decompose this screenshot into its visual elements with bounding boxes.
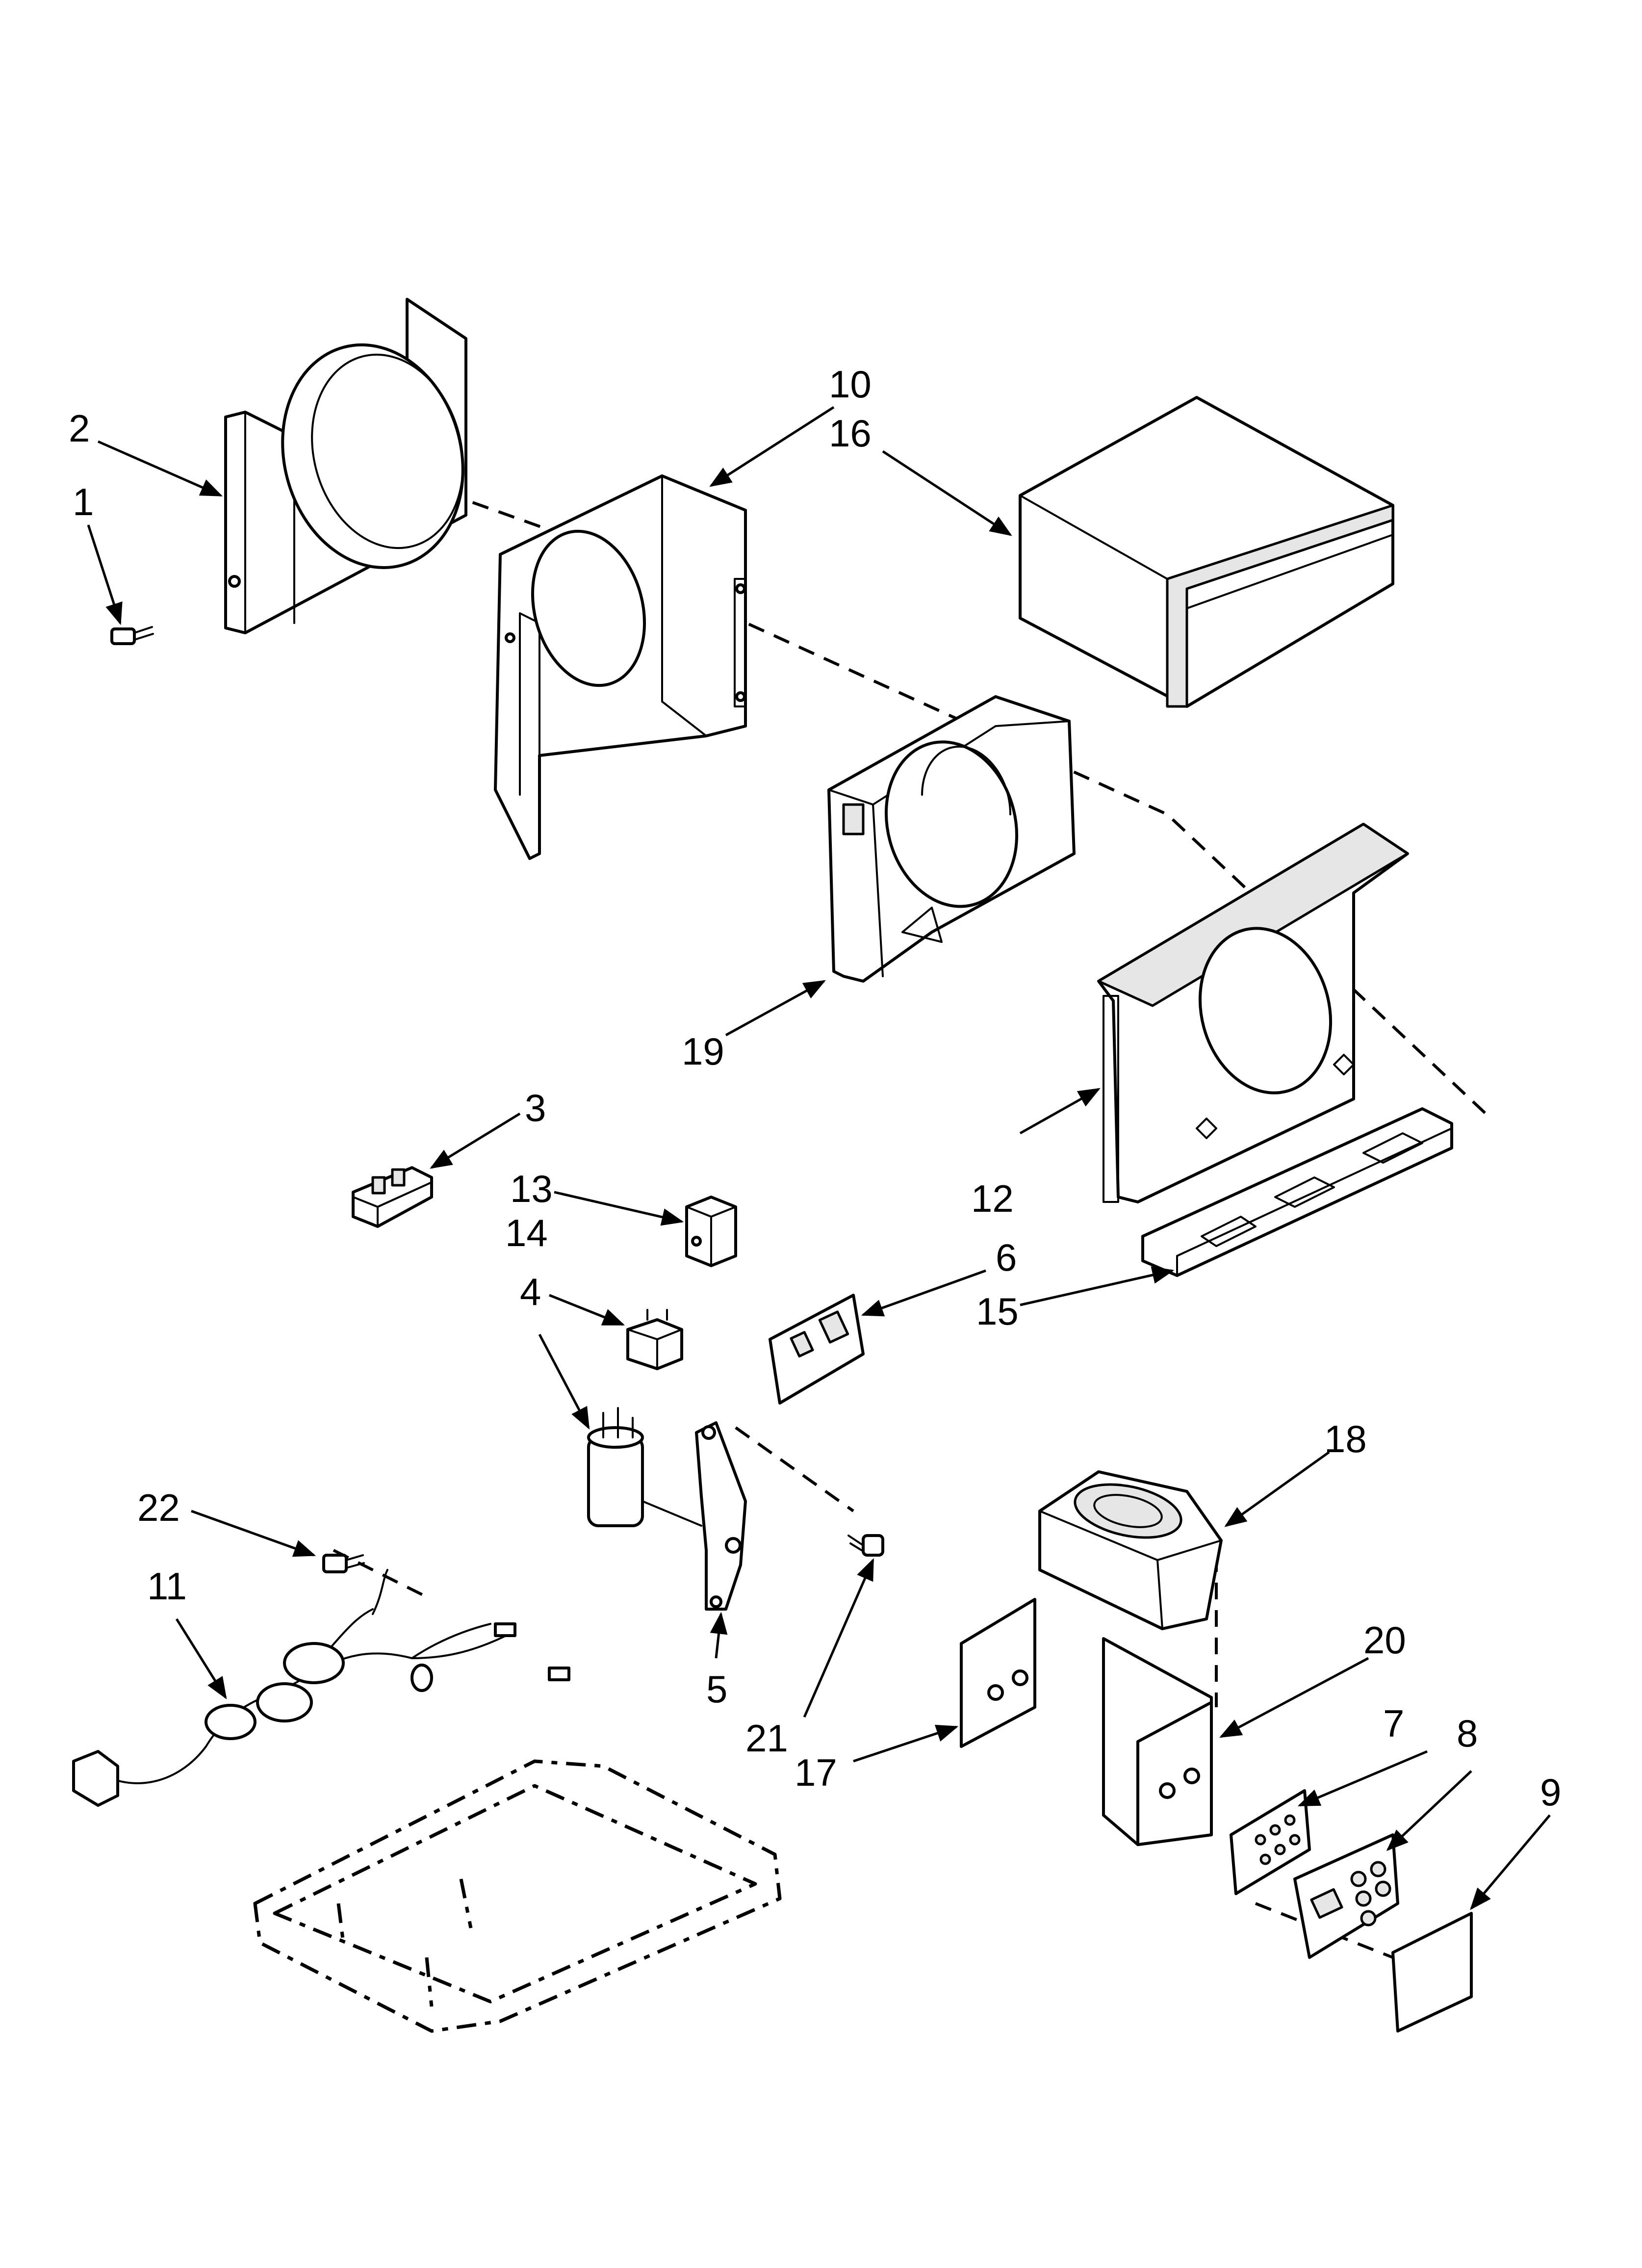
callout-22: 22 (137, 1486, 180, 1529)
callout-12: 12 (971, 1177, 1014, 1220)
part-10-fan-shroud (494, 474, 747, 860)
callout-15: 15 (976, 1290, 1019, 1333)
callout-5: 5 (706, 1668, 727, 1711)
callout-13: 13 (510, 1167, 553, 1210)
leader-lines (87, 406, 1551, 1910)
part-14-relay (626, 1309, 683, 1370)
alignment-line-control (735, 1426, 854, 1512)
part-21-screw (847, 1534, 884, 1557)
callout-10: 10 (829, 363, 872, 406)
callout-1: 1 (73, 480, 94, 523)
callout-19: 19 (682, 1030, 724, 1073)
part-12-partition (1097, 823, 1409, 1203)
callout-18: 18 (1324, 1417, 1367, 1460)
part-11-power-cord (72, 1569, 570, 1807)
part-19-blower-housing (827, 695, 1076, 983)
part-2-scroll-plate (224, 298, 467, 634)
callout-3: 3 (525, 1086, 546, 1129)
callout-2: 2 (69, 407, 90, 450)
part-1-screw (110, 626, 154, 645)
part-6-circuit-board (769, 1294, 865, 1405)
part-16-top-cover (1019, 396, 1394, 708)
alignment-line-keypad (1255, 1902, 1394, 1959)
base-frame-reference (253, 1759, 782, 2033)
callout-14: 14 (505, 1211, 548, 1254)
part-5-bracket (695, 1421, 747, 1611)
part-8-control-panel (1293, 1833, 1399, 1959)
part-15-base-pan (1141, 1107, 1453, 1277)
callout-11: 11 (147, 1564, 187, 1608)
callout-labels: 1 2 3 4 5 6 7 8 9 10 11 12 13 14 15 16 1… (69, 363, 1561, 1814)
part-17-panel (960, 1598, 1036, 1748)
callout-9: 9 (1540, 1771, 1561, 1814)
part-7-keypad-board (1230, 1789, 1311, 1895)
callout-16: 16 (829, 412, 872, 455)
part-20-panel-bracket (1102, 1637, 1213, 1846)
callout-21: 21 (745, 1717, 788, 1760)
callout-7: 7 (1383, 1702, 1404, 1745)
callout-17: 17 (795, 1751, 837, 1794)
alignment-line-top (342, 455, 1492, 1120)
callout-20: 20 (1363, 1618, 1406, 1662)
part-4-capacitor (587, 1407, 702, 1527)
callout-8: 8 (1457, 1712, 1478, 1755)
callout-4: 4 (520, 1270, 541, 1313)
alignment-line-harness (333, 1549, 433, 1601)
part-3-terminal-block (352, 1166, 433, 1228)
part-9-overlay (1391, 1912, 1473, 2033)
part-13-transformer (685, 1196, 737, 1267)
part-18-control-housing (1038, 1470, 1223, 1630)
callout-6: 6 (996, 1236, 1017, 1279)
part-22-ground-screw (322, 1554, 365, 1573)
